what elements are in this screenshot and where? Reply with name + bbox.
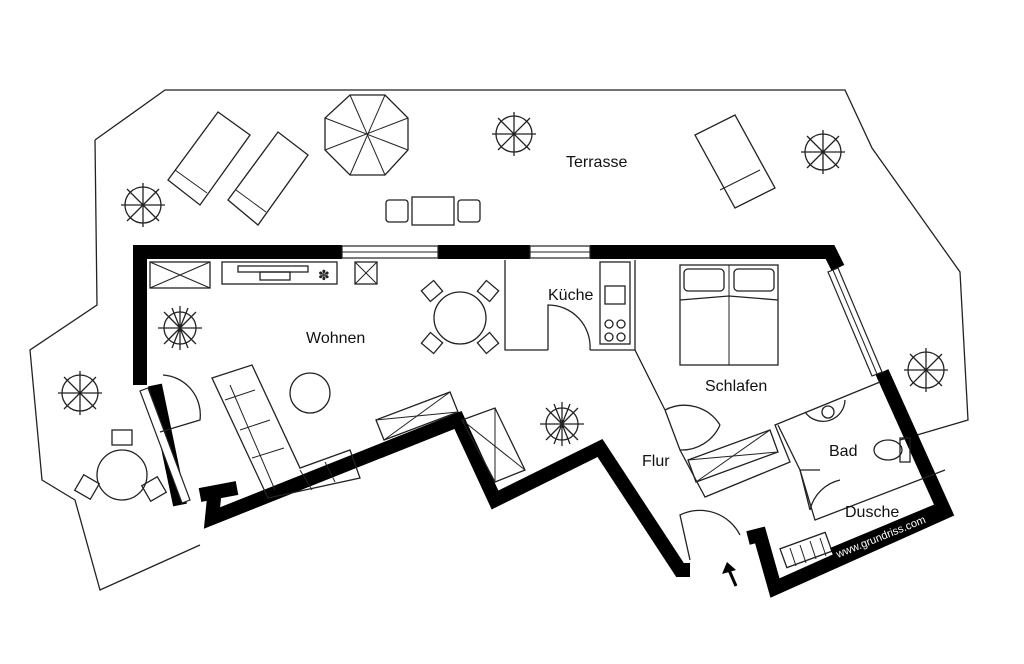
door-terrace-west: [159, 374, 201, 433]
plant-4: [904, 348, 948, 392]
plant-5: [58, 371, 102, 415]
sun-lounger-2: [227, 131, 309, 226]
exterior-wall-north: [438, 245, 845, 272]
plant-7: [540, 402, 584, 446]
bath-wall: [777, 424, 946, 521]
window-north-living: [341, 245, 439, 259]
room-label-flur: Flur: [642, 453, 670, 470]
room-label-dusche: Dusche: [845, 504, 899, 521]
bedroom-wall: [634, 349, 881, 498]
living-cabinet: [149, 261, 211, 289]
room-label-bad: Bad: [829, 443, 857, 460]
terrace-table: [385, 196, 481, 226]
wardrobe: [687, 429, 779, 483]
window-east-bedroom: [827, 267, 883, 377]
sun-lounger-3: [694, 114, 776, 209]
wall-stub: [198, 481, 239, 502]
cabinet-diagonal-2: [461, 407, 526, 483]
exterior-wall-east: [746, 369, 955, 598]
toilet: [873, 437, 911, 463]
parasol: [324, 94, 409, 176]
window-north-kitchen: [529, 245, 591, 259]
entrance-arrow-icon: [722, 562, 738, 587]
exterior-wall: [133, 245, 690, 577]
door-bath: [799, 469, 841, 511]
plant-1: [121, 183, 165, 227]
double-bed: [679, 264, 779, 366]
plant-3: [801, 130, 845, 174]
window-west-door: [139, 387, 191, 504]
tv-sideboard: ✽: [221, 261, 338, 285]
plant-2: [492, 112, 536, 156]
terrace-outline: [29, 89, 969, 591]
entrance-rack: [779, 531, 833, 569]
kitchen-counter: [599, 261, 631, 345]
small-cabinet: [354, 261, 378, 285]
dining-table: [420, 279, 500, 355]
kitchen-wall: [504, 260, 636, 351]
room-label-schlafen: Schlafen: [705, 378, 767, 395]
washbasin: [804, 399, 846, 422]
room-label-wohnen: Wohnen: [306, 330, 365, 347]
svg-text:✽: ✽: [318, 267, 330, 283]
cabinet-diagonal-1: [375, 391, 459, 441]
door-kitchen: [547, 304, 591, 351]
door-entrance: [679, 509, 741, 561]
plant-6: [158, 306, 202, 350]
door-bedroom: [664, 404, 721, 451]
room-label-terrasse: Terrasse: [566, 154, 627, 171]
watermark: www.grundriss.com: [834, 514, 928, 561]
terrace-round-table: [73, 429, 168, 503]
coffee-table: [289, 372, 331, 414]
sofa: [211, 364, 361, 499]
sun-lounger-1: [167, 111, 251, 206]
room-label-kueche: Küche: [548, 287, 593, 304]
